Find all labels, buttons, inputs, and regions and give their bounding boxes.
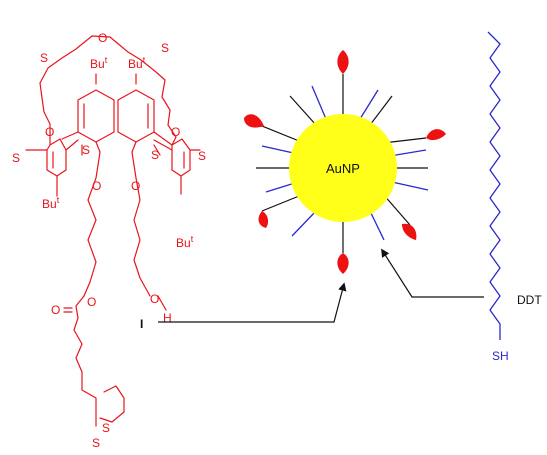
atom-o-top: O (98, 31, 107, 45)
ddt-chain (487, 31, 501, 340)
atom-o-crown-right: O (171, 125, 180, 139)
carbonyl-double-bond (63, 307, 73, 313)
ligand-i-top-left (289, 95, 317, 126)
atom-s-ring-mid-right: S (151, 148, 159, 162)
aryl-ring-center-right (117, 89, 155, 143)
alkyl-chain-right (131, 151, 151, 297)
ester-chain (73, 295, 97, 427)
arrow-ddt (381, 248, 484, 298)
atom-o-carbonyl: O (51, 303, 60, 317)
ddt-thiol-label: SH (492, 349, 509, 363)
tbu-label-top-left: But (90, 55, 108, 71)
ligand-tips (244, 50, 446, 274)
atom-s-dithiolane-2: S (92, 436, 100, 450)
aryl-ring-left (46, 138, 67, 177)
atom-o-crown-left: O (45, 125, 54, 139)
ligand-ddt-1 (311, 85, 327, 120)
atom-s-dithiolane-1: S (102, 421, 110, 435)
ligand-tip-top (337, 50, 349, 74)
bridge-bonds (49, 123, 177, 153)
ligand-ddt-5 (359, 89, 379, 120)
aunp-label: AuNP (326, 161, 360, 176)
alkyl-chain-left (83, 151, 101, 297)
ligand-tip-upper-right (426, 129, 446, 141)
ligand-i-lower-right (382, 193, 411, 226)
hydroxyl-bond (157, 295, 167, 311)
ligand-tip-bottom (337, 253, 349, 274)
ligand-i-lower-left (261, 193, 305, 212)
atom-h-hydroxyl: H (163, 311, 172, 325)
ligand-i-top-right (369, 95, 393, 126)
atom-o-chain-right: O (131, 179, 140, 193)
atom-s-ring-left: S (12, 151, 20, 165)
atom-o-chain-left: O (92, 179, 101, 193)
dithiolane-ring (99, 385, 125, 423)
atom-s-ring-right: S (198, 149, 206, 163)
ligand-tip-lower-right (402, 223, 417, 240)
ligand-ddt-7 (391, 181, 429, 191)
ligand-ddt-6 (389, 149, 427, 157)
aryl-ring-center-left (77, 89, 115, 143)
ddt-label: DDT (517, 293, 542, 307)
compound-i-label: I (140, 317, 143, 331)
aryl-ring-right (171, 138, 191, 177)
atom-o-ester: O (87, 295, 96, 309)
arrow-compound-i (158, 282, 347, 323)
atom-s-left: S (40, 51, 48, 65)
ligand-tip-lower-left (258, 211, 269, 228)
atom-s-right: S (161, 41, 169, 55)
aunp-core (289, 114, 397, 222)
ligand-tip-upper-left (244, 114, 264, 128)
atom-o-hydroxyl: O (150, 292, 159, 306)
tbu-label-bottom-left: But (42, 195, 60, 211)
tbu-label-top-right: But (128, 55, 146, 71)
crown-ether-chain (39, 35, 177, 138)
tbu-label-bottom-right: But (176, 234, 194, 250)
compound-i-structure (25, 35, 201, 427)
ligand-ddt-8 (369, 210, 385, 241)
ligand-ddt-4 (291, 210, 317, 237)
s-bridge-bonds (25, 144, 201, 156)
atom-s-ring-mid-left: S (82, 143, 90, 157)
